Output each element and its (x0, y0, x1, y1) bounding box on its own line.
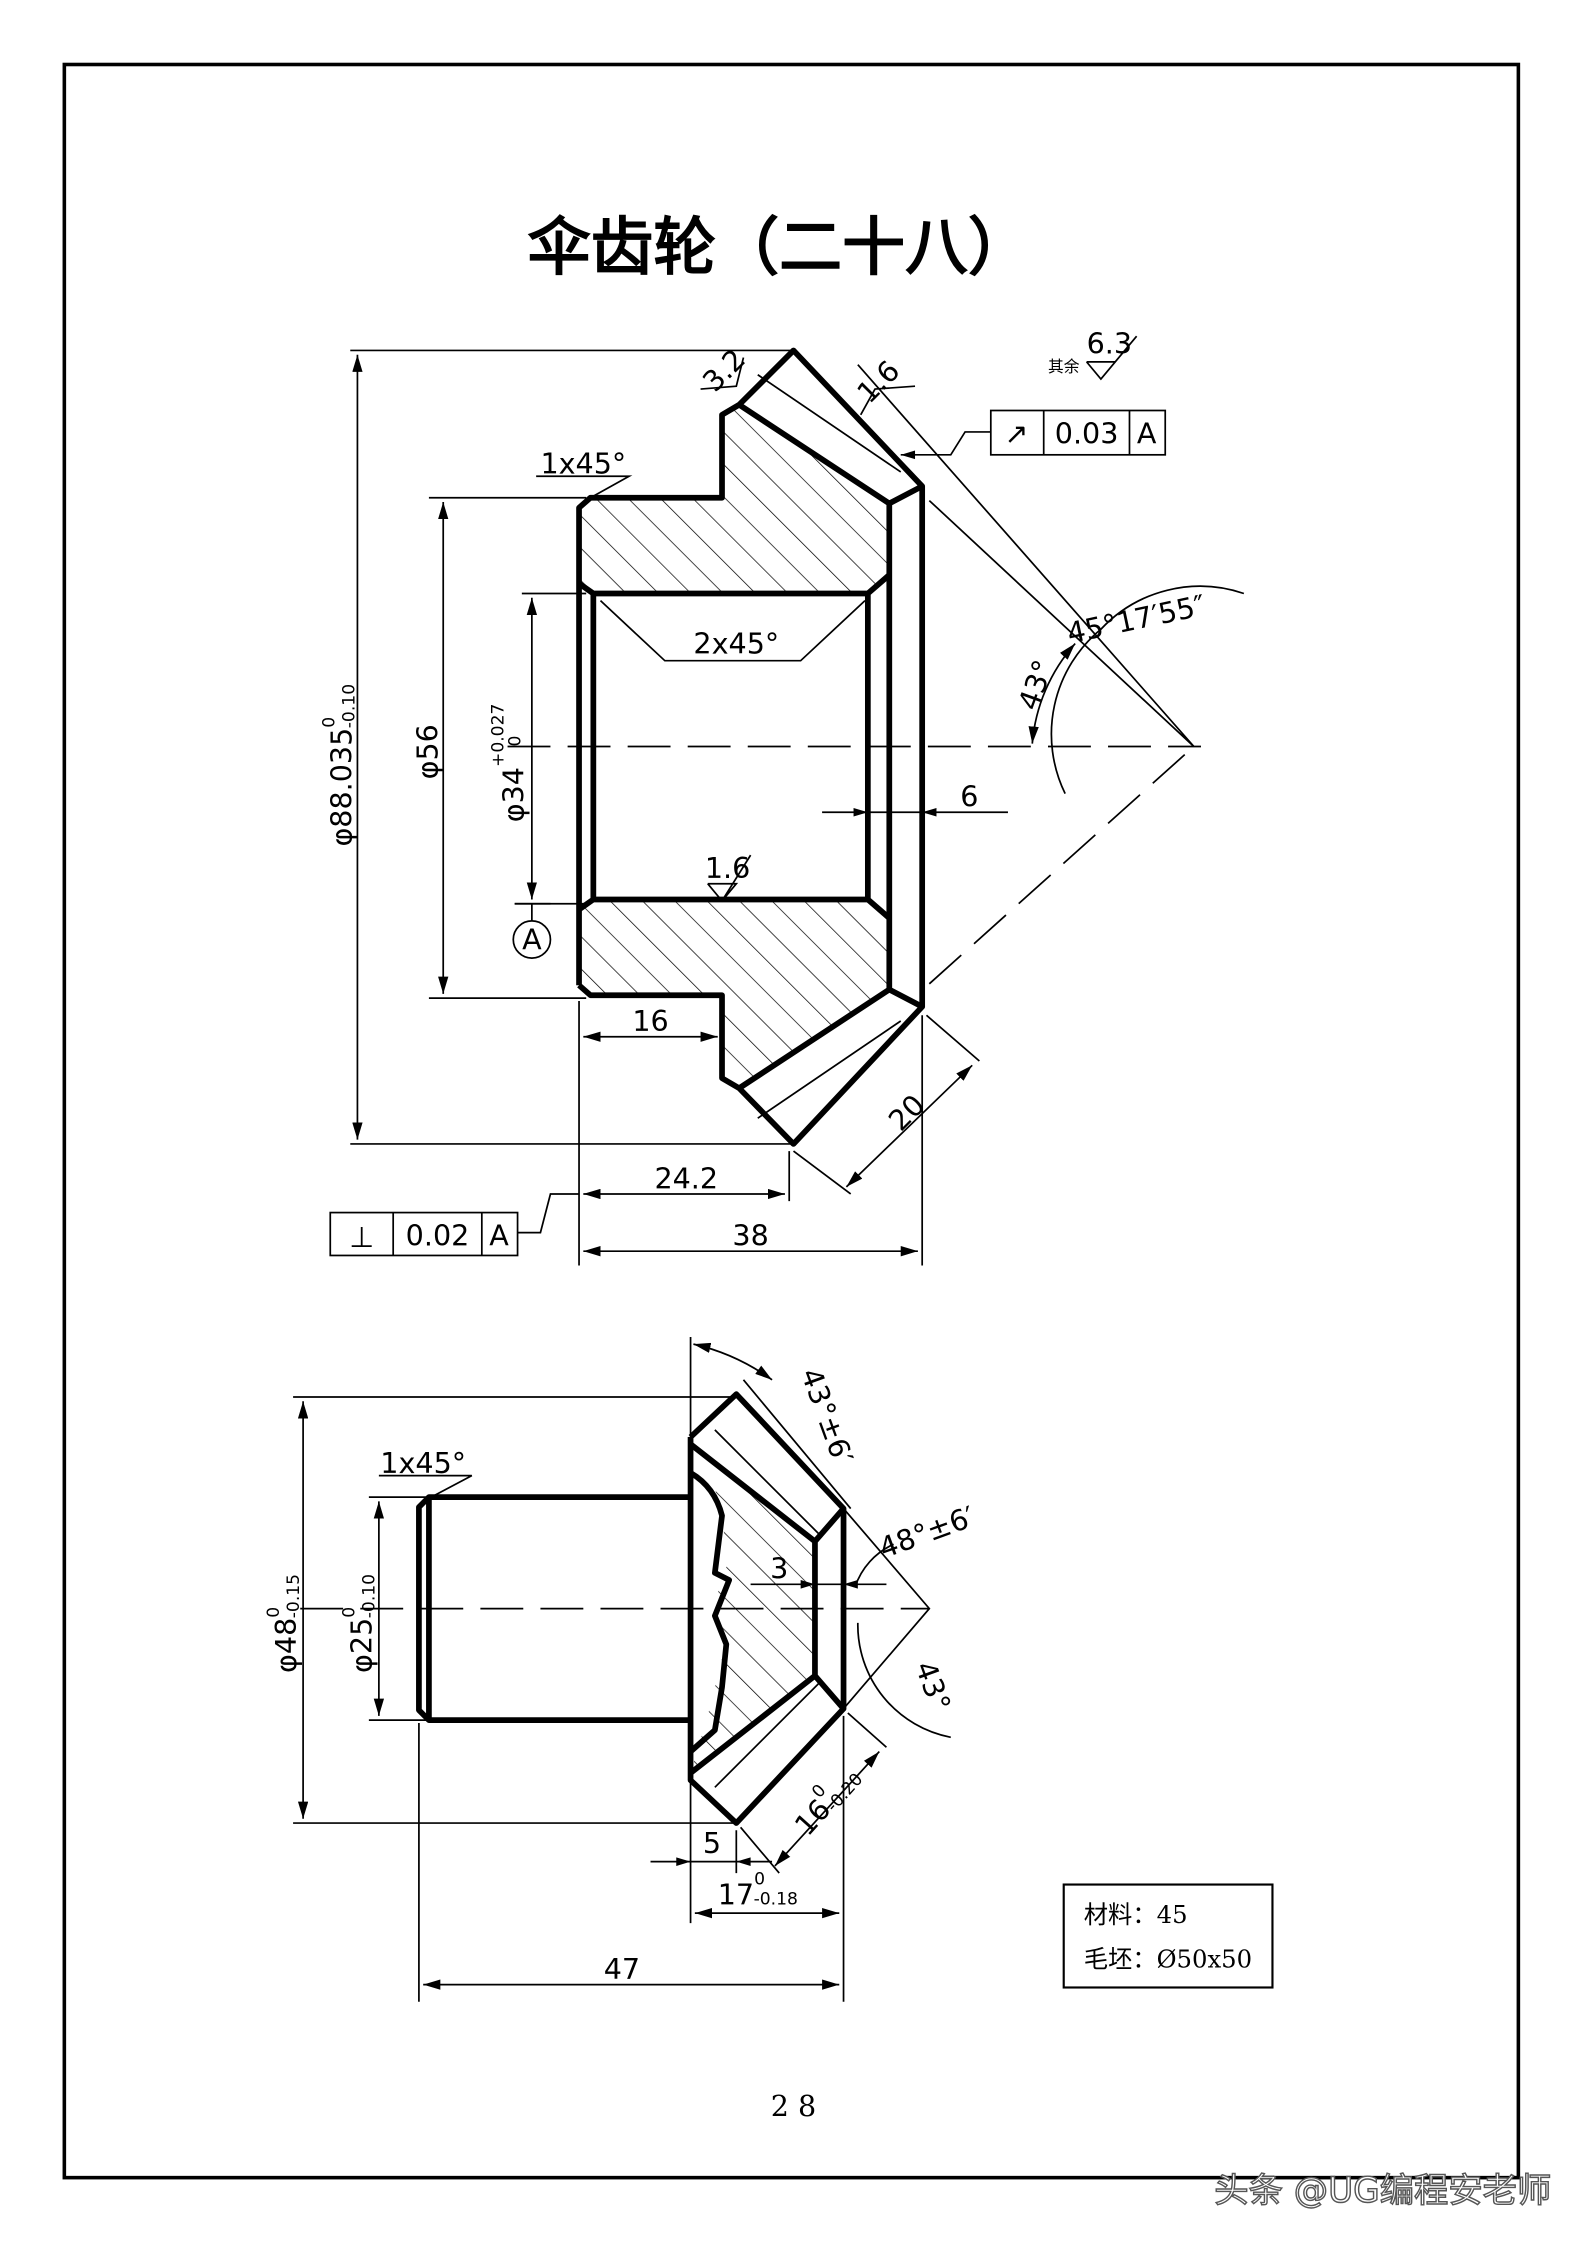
perpendicularity-frame: ⊥ 0.02 A (329, 1193, 580, 1257)
dim-dia-34: φ34+0.0270 (488, 704, 530, 823)
dim-dia-56: φ56 (410, 724, 444, 779)
dim-17: 170-0.18 (718, 1870, 798, 1912)
blank-label: 毛坯：Ø50x50 (1084, 1944, 1252, 1973)
roughness-rest: 其余 6.3 (1048, 326, 1138, 381)
dim-20: 20 (882, 1088, 932, 1138)
angle-cone: 45°17′55″ (1064, 588, 1209, 650)
angle-48: 48°±6′ (874, 1499, 979, 1565)
svg-text:A: A (1137, 416, 1157, 450)
bottom-view: φ480-0.15 φ250-0.10 1x45° 47 170-0.18 5 … (264, 1336, 979, 2002)
roughness-1-6-tooth: 1.6 (850, 354, 916, 416)
hatch-top (579, 404, 890, 594)
drawing-title: 伞齿轮（二十八） (528, 210, 1031, 284)
top-section-view: 2x45° 1x45° φ88.0350-0.10 φ56 φ34+0.0270… (320, 326, 1245, 1266)
dim-38: 38 (732, 1218, 768, 1252)
svg-text:6.3: 6.3 (1087, 326, 1132, 360)
chamfer-bore-label: 2x45° (693, 627, 779, 661)
svg-text:A: A (489, 1218, 509, 1252)
svg-text:0.02: 0.02 (406, 1218, 470, 1252)
dim-47: 47 (604, 1952, 640, 1986)
dim-dia-25: φ250-0.10 (340, 1574, 380, 1673)
dim-dia-48: φ480-0.15 (264, 1574, 304, 1673)
datum-a-symbol (512, 920, 552, 959)
svg-text:1.6: 1.6 (850, 354, 906, 410)
watermark: 头条 @UG编程安老师 (1214, 2171, 1551, 2211)
svg-text:⊥: ⊥ (349, 1220, 374, 1254)
page-number: 2 8 (771, 2089, 816, 2123)
dim-24-2: 24.2 (654, 1161, 718, 1195)
dim-5: 5 (703, 1826, 721, 1860)
dim-dia-88: φ88.0350-0.10 (320, 684, 360, 847)
svg-text:↗: ↗ (1005, 416, 1029, 450)
svg-text:0.03: 0.03 (1055, 416, 1119, 450)
dim-6: 6 (960, 780, 978, 814)
material-label: 材料：45 (1084, 1900, 1188, 1929)
angle-43-bottom: 43° (908, 1657, 957, 1716)
chamfer-outer-label: 1x45° (540, 446, 626, 480)
chamfer-bottom-label: 1x45° (380, 1446, 466, 1480)
svg-text:A: A (522, 923, 542, 957)
roughness-1-6-bore: 1.6 (705, 851, 752, 903)
svg-text:1.6: 1.6 (705, 851, 750, 885)
dim-16: 16 (632, 1004, 668, 1038)
angle-43: 43° (1011, 655, 1060, 714)
material-box: 材料：45 毛坯：Ø50x50 (1062, 1883, 1274, 1989)
dim-3: 3 (770, 1552, 788, 1586)
svg-text:其余: 其余 (1048, 357, 1080, 376)
runout-frame: ↗ 0.03 A (900, 409, 1167, 460)
sheet-frame (62, 62, 1521, 2180)
dim-16-tol: 160-0.20 (784, 1756, 867, 1842)
hatch-bottom (579, 899, 890, 1089)
